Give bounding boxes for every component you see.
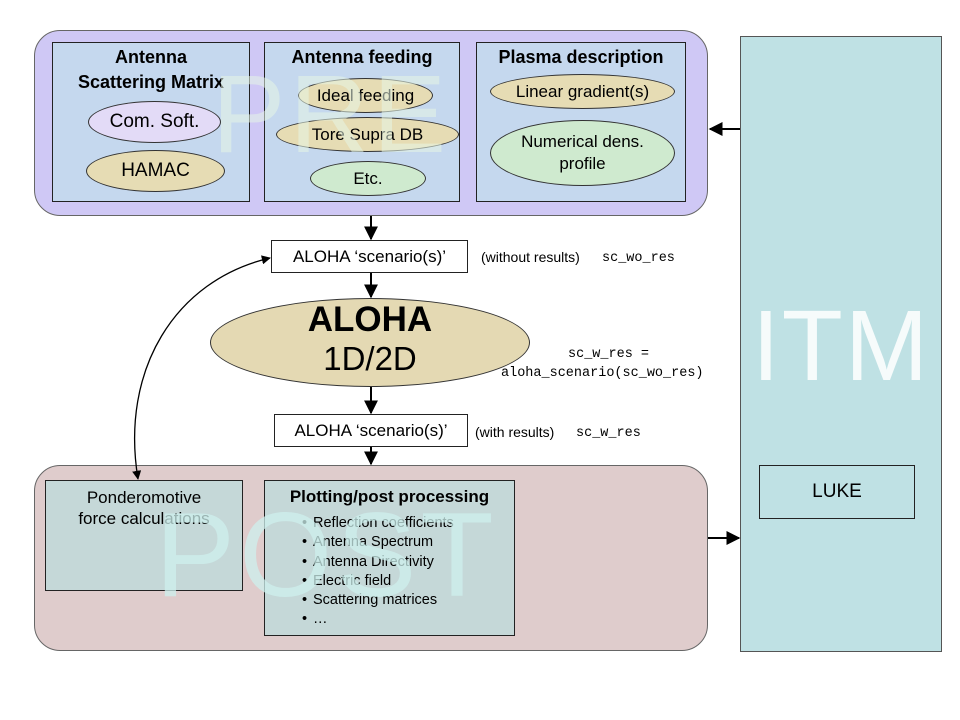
without-results-note: (without results) xyxy=(481,249,580,265)
plasma-description-title: Plasma description xyxy=(498,47,664,67)
ponderomotive-box: Ponderomotive force calculations xyxy=(45,480,243,591)
arrow-scenario-to-ponderomotive xyxy=(132,255,271,480)
list-item: … xyxy=(302,610,454,630)
ideal-feeding-oval: Ideal feeding xyxy=(298,78,433,113)
itm-panel xyxy=(740,36,942,652)
etc-oval: Etc. xyxy=(310,161,426,196)
tore-supra-db-oval: Tore Supra DB xyxy=(276,117,459,152)
list-item: Scattering matrices xyxy=(302,591,454,611)
scenario-without-results-box: ALOHA ‘scenario(s)’ xyxy=(271,240,468,273)
list-item: Reflection coefficients xyxy=(302,514,454,534)
aloha-subtitle: 1D/2D xyxy=(323,340,417,377)
list-item: Antenna Directivity xyxy=(302,553,454,573)
antenna-feeding-title: Antenna feeding xyxy=(291,47,433,67)
luke-box: LUKE xyxy=(759,465,915,519)
assignment-line-2: aloha_scenario(sc_wo_res) xyxy=(501,366,704,381)
plotting-title: Plotting/post processing xyxy=(289,487,490,506)
list-item: Antenna Spectrum xyxy=(302,533,454,553)
pre-watermark: PRE xyxy=(212,53,451,176)
scenario-with-results-box: ALOHA ‘scenario(s)’ xyxy=(274,414,468,447)
post-watermark: POST xyxy=(155,488,498,622)
sc-w-res-var: sc_w_res xyxy=(576,426,641,441)
antenna-scattering-matrix-title: Antenna Scattering Matrix xyxy=(77,47,225,92)
itm-watermark: ITM xyxy=(752,290,931,402)
assignment-line-1: sc_w_res = xyxy=(568,347,650,362)
aloha-title: ALOHA xyxy=(307,300,433,339)
list-item: Electric field xyxy=(302,572,454,592)
com-soft-oval: Com. Soft. xyxy=(88,101,221,143)
linear-gradient-oval: Linear gradient(s) xyxy=(490,74,675,109)
hamac-oval: HAMAC xyxy=(86,150,225,192)
plotting-box: Plotting/post processing Reflection coef… xyxy=(264,480,515,636)
numerical-density-profile-oval: Numerical dens. profile xyxy=(490,120,675,186)
with-results-note: (with results) xyxy=(475,424,555,440)
sc-wo-res-var: sc_wo_res xyxy=(602,251,675,266)
ponderomotive-label: Ponderomotive force calculations xyxy=(78,488,210,528)
plotting-list: Reflection coefficients Antenna Spectrum… xyxy=(302,514,454,630)
